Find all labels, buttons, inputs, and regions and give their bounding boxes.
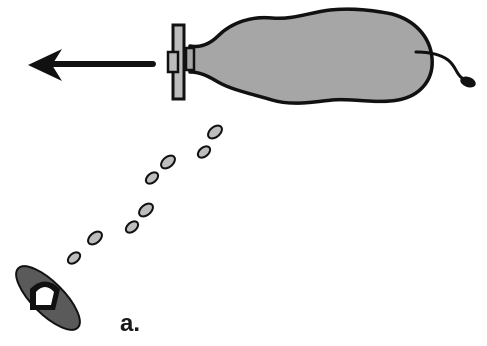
bubble bbox=[196, 144, 213, 160]
bubble bbox=[144, 170, 161, 186]
bubble bbox=[206, 123, 225, 141]
eye-icon bbox=[7, 257, 89, 339]
left-arrow-icon bbox=[28, 49, 153, 81]
panel-label: a. bbox=[120, 312, 140, 336]
bubble-trail bbox=[66, 123, 225, 266]
bubble bbox=[124, 219, 141, 235]
bubble bbox=[137, 201, 156, 219]
bubble bbox=[86, 229, 105, 247]
bubble bbox=[159, 153, 178, 171]
bubble bbox=[66, 250, 83, 266]
balloon-icon bbox=[168, 9, 477, 103]
